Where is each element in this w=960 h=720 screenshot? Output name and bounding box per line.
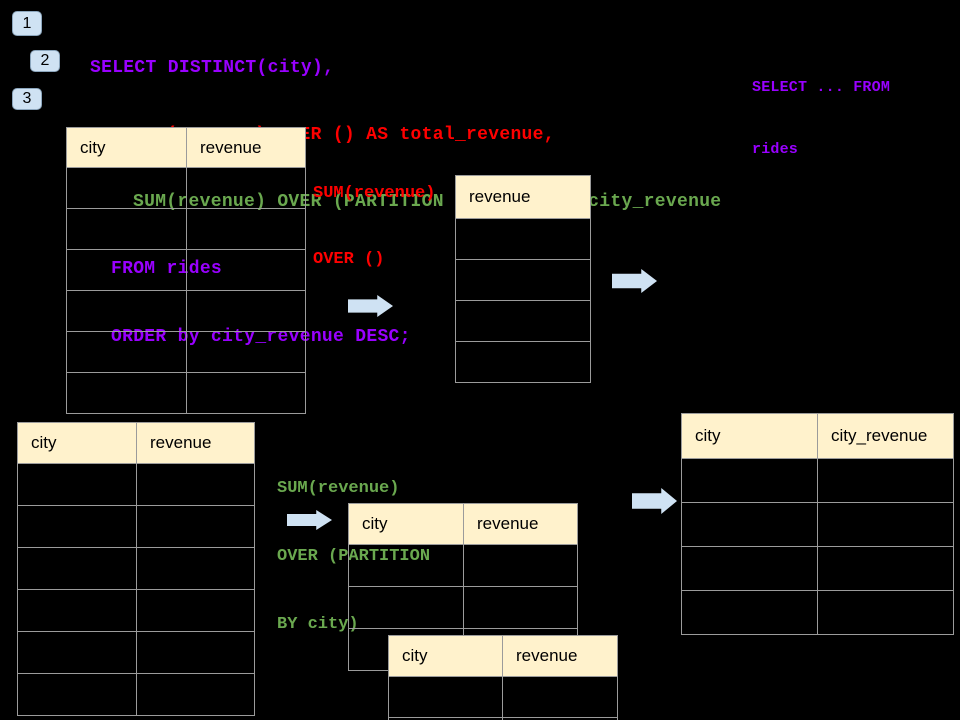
step-badge-1: 1 (12, 11, 42, 36)
column-header-revenue: revenue (455, 175, 591, 219)
source-table-bottom: city revenue (17, 422, 255, 716)
total-revenue-table: revenue (455, 175, 591, 383)
column-header-revenue: revenue (502, 635, 618, 677)
table-row (348, 586, 578, 629)
select-from-note-line2: rides (752, 140, 799, 158)
step-badge-2-label: 2 (40, 52, 50, 69)
table-row (455, 218, 591, 260)
total-annotation-line1: SUM(revenue) (313, 184, 436, 203)
right-arrow-icon (287, 510, 332, 530)
step-badge-3: 3 (12, 88, 42, 110)
table-row (17, 505, 255, 548)
table-row (17, 589, 255, 632)
right-arrow-icon (348, 295, 393, 317)
column-header-city: city (348, 503, 464, 545)
table-row (681, 458, 954, 503)
table-row (66, 208, 306, 250)
column-header-city: city (681, 413, 818, 459)
table-row (455, 259, 591, 301)
partition-annotation-line1: SUM(revenue) (277, 478, 400, 498)
column-header-revenue: revenue (186, 127, 306, 168)
step-badge-3-label: 3 (22, 90, 32, 107)
table-row (66, 167, 306, 209)
table-row (17, 547, 255, 590)
right-arrow-icon (632, 488, 677, 514)
step-badge-2: 2 (30, 50, 60, 72)
table-row (681, 546, 954, 591)
source-table-top: city revenue (66, 127, 306, 414)
table-row (17, 673, 255, 716)
column-header-revenue: revenue (136, 422, 255, 464)
column-header-revenue: revenue (463, 503, 578, 545)
table-row (455, 341, 591, 383)
step-badge-1-label: 1 (22, 14, 32, 32)
table-row (66, 290, 306, 332)
partition-annotation-line3: BY city) (277, 615, 359, 635)
table-row (17, 631, 255, 674)
table-row (388, 717, 618, 720)
table-row (66, 331, 306, 373)
table-row (66, 372, 306, 414)
table-row (681, 590, 954, 635)
table-row (17, 463, 255, 506)
column-header-city: city (388, 635, 503, 677)
table-row (388, 676, 618, 718)
select-from-note: SELECT ... FROM rides (752, 37, 890, 201)
table-row (681, 502, 954, 547)
table-row (66, 249, 306, 291)
column-header-city: city (66, 127, 187, 168)
partition-table-overlap: city revenue (388, 635, 618, 720)
table-row (348, 544, 578, 587)
city-revenue-result-table: city city_revenue (681, 413, 954, 635)
sql-line-select: SELECT DISTINCT(city), (90, 57, 335, 78)
total-annotation-line2: OVER () (313, 250, 385, 269)
column-header-city-revenue: city_revenue (817, 413, 954, 459)
table-row (455, 300, 591, 342)
column-header-city: city (17, 422, 137, 464)
total-revenue-annotation: SUM(revenue) OVER () (313, 139, 435, 315)
select-from-note-line1: SELECT ... FROM (752, 79, 891, 96)
